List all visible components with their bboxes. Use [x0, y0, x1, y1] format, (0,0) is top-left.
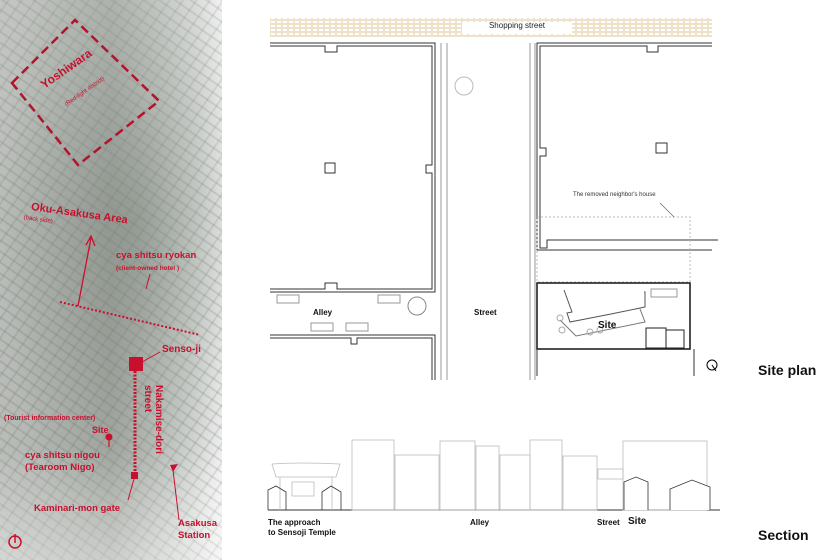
ryokan-label: cya shitsu ryokan: [116, 250, 197, 261]
site-pin: [105, 433, 113, 441]
section-street-label: Street: [597, 518, 620, 527]
temple-gate: [271, 462, 341, 510]
map-overlay: [8, 18, 201, 549]
building-block-ne: [536, 42, 712, 251]
approach-label-2: to Sensoji Temple: [268, 528, 336, 537]
street-label: Street: [474, 308, 497, 317]
sensoji-pointer: [141, 351, 161, 363]
station-label-1: Asakusa: [178, 518, 218, 529]
removed-house-outline: [536, 216, 691, 283]
site-plan-site-label: Site: [598, 320, 617, 331]
nakamise-label: Nakamise-dori street: [142, 385, 164, 454]
kaminari-marker: [131, 472, 138, 479]
kaminari-label: Kaminari-mon gate: [34, 503, 121, 514]
station-label-2: Station: [178, 530, 211, 541]
section-site-label: Site: [628, 516, 647, 527]
sensoji-marker: [129, 357, 143, 371]
oku-arrow: [77, 237, 92, 307]
ryokan-sublabel: (client-owned hotel ): [116, 265, 180, 272]
station-marker: [170, 464, 178, 472]
section-title: Section: [758, 527, 809, 543]
tourist-info-label: (Tourist information center): [4, 415, 96, 422]
section-alley-label: Alley: [470, 518, 490, 527]
ryokan-pointer: [145, 273, 151, 290]
oku-arrowhead: [85, 234, 96, 247]
north-arrow-icon: [706, 359, 718, 372]
nigou-label: cya shitsu nigou: [25, 450, 100, 461]
site-plan-title: Site plan: [758, 362, 817, 378]
nigou-sublabel: (Tearoom Nigo): [25, 462, 95, 473]
removed-house-label: The removed neighbor's house: [573, 192, 656, 198]
approach-label-1: The approach: [268, 518, 321, 527]
station-pointer: [172, 469, 180, 521]
boundary-dotted: [59, 301, 201, 336]
yoshiwara-boundary: [10, 18, 161, 167]
site-building: [536, 282, 691, 350]
shopping-street-label: Shopping street: [488, 21, 546, 30]
kaminari-pointer: [127, 478, 135, 501]
aerial-map: Yoshiwara (Red-light district) Oku-Asaku…: [0, 0, 222, 560]
alley-label: Alley: [313, 308, 333, 317]
north-arrow-icon: [8, 534, 22, 549]
building-block-sw: [270, 334, 436, 380]
section-drawing: [267, 439, 720, 511]
building-block-nw: [270, 42, 436, 293]
sensoji-label: Senso-ji: [162, 344, 201, 355]
site-label: Site: [92, 425, 109, 435]
